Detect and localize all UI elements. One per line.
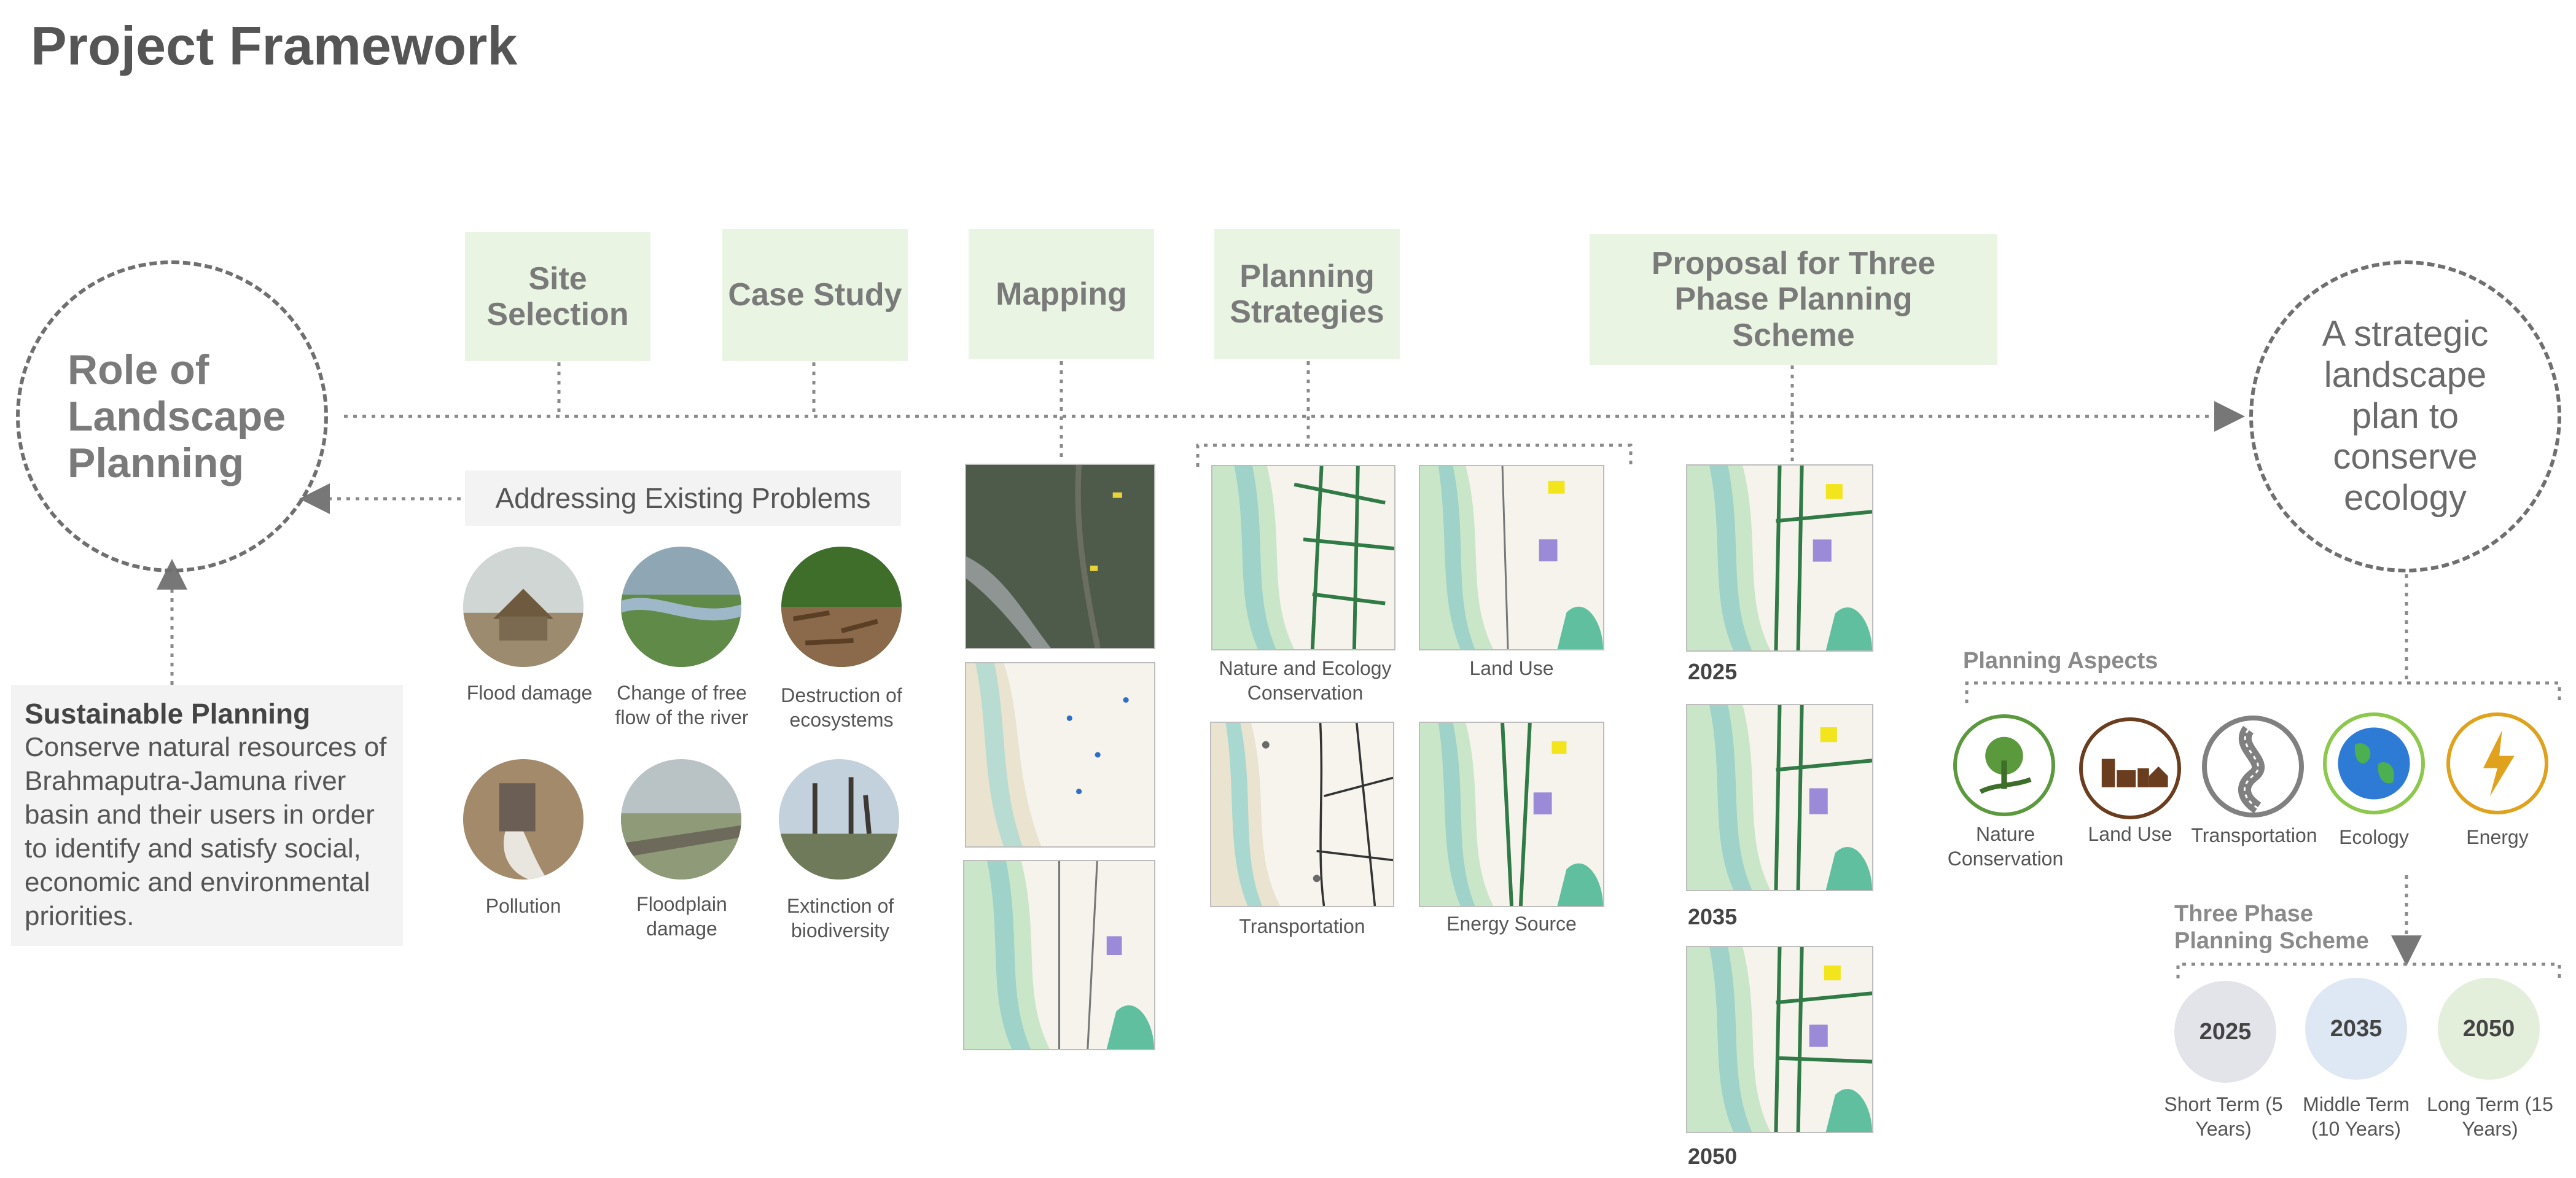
goal-circle-label: A strategic landscape plan to conserve e… [2322,314,2489,518]
stage-case-study: Case Study [722,229,908,361]
proposal-year-2035: 2035 [1688,904,1738,929]
phase-year: 2050 [2462,1015,2515,1042]
aspect-caption: Land Use [2088,823,2172,845]
flood-damage-photo [463,547,584,667]
strategy-caption: Nature and Ecology Conservation [1219,657,1392,704]
proposal-2025-map-tile [1686,464,1873,652]
floodplain-damage-photo [621,759,741,880]
energy-source-map-tile [1419,722,1604,907]
satellite-map-tile [965,464,1155,649]
lightning-icon [2446,712,2548,814]
three-phase-title: Three Phase Planning Scheme [2174,901,2369,954]
phase-2050-circle: 2050 [2438,978,2540,1080]
strategic-plan-circle: A strategic landscape plan to conserve e… [2249,260,2561,572]
strategy-caption: Transportation [1239,915,1365,937]
phase-caption: Short Term (5 Years) [2164,1093,2283,1140]
sustainable-title: Sustainable Planning [25,698,311,730]
problem-caption: Extinction of biodiversity [786,895,894,942]
stage-label: Case Study [728,277,902,313]
landuse-map-tile [963,860,1155,1050]
ecosystem-destruction-photo [781,547,902,667]
aspect-caption: Ecology [2339,826,2409,848]
aspect-caption: Energy [2466,826,2529,848]
aspect-caption: Nature Conservation [1947,823,2064,870]
problem-caption: Flood damage [466,682,593,704]
sustainable-body: Conserve natural resources of Brahmaputr… [25,732,387,931]
proposal-2050-map-tile [1686,946,1873,1133]
biodiversity-extinction-photo [779,759,899,880]
stage-label: Mapping [996,276,1127,312]
phase-year: 2035 [2330,1015,2383,1042]
problem-caption: Floodplain damage [636,893,727,940]
stage-proposal: Proposal for Three Phase Planning Scheme [1590,234,1997,365]
proposal-2035-map-tile [1686,704,1873,891]
tree-icon [1953,714,2055,816]
problem-caption: Change of free flow of the river [615,682,749,728]
transportation-map-tile [1210,722,1394,907]
phase-2025-circle: 2025 [2174,981,2276,1083]
stage-site-selection: Site Selection [465,232,650,361]
water-map-tile [965,662,1155,848]
planning-aspects-title: Planning Aspects [1963,648,2158,674]
stage-label: Site Selection [486,260,629,332]
phase-caption: Middle Term (10 Years) [2303,1093,2410,1140]
pollution-photo [463,759,584,880]
strategy-caption: Energy Source [1446,913,1577,935]
road-icon [2202,716,2304,817]
role-circle-label: Role of Landscape Planning [68,346,286,487]
stage-mapping: Mapping [969,229,1154,359]
problems-heading: Addressing Existing Problems [465,470,901,526]
river-flow-photo [621,547,741,667]
stage-label: Planning Strategies [1230,258,1384,330]
phase-year: 2025 [2199,1018,2252,1045]
buildings-icon [2079,717,2181,819]
problem-caption: Pollution [485,895,561,917]
problem-caption: Destruction of ecosystems [781,684,902,731]
proposal-year-2025: 2025 [1688,659,1738,684]
proposal-year-2050: 2050 [1688,1144,1738,1169]
phase-2035-circle: 2035 [2305,978,2407,1080]
globe-icon [2323,712,2425,814]
stage-label: Proposal for Three Phase Planning Scheme [1651,246,1936,353]
phase-caption: Long Term (15 Years) [2427,1093,2553,1140]
nature-ecology-map-tile [1211,465,1395,650]
sustainable-planning-box: Sustainable Planning Conserve natural re… [11,685,403,946]
aspect-caption: Transportation [2191,824,2317,846]
page-title: Project Framework [31,15,518,76]
stage-planning-strategies: Planning Strategies [1214,229,1400,359]
role-of-landscape-planning-circle: Role of Landscape Planning [16,260,328,572]
land-use-map-tile [1419,465,1604,650]
strategy-caption: Land Use [1469,657,1554,679]
